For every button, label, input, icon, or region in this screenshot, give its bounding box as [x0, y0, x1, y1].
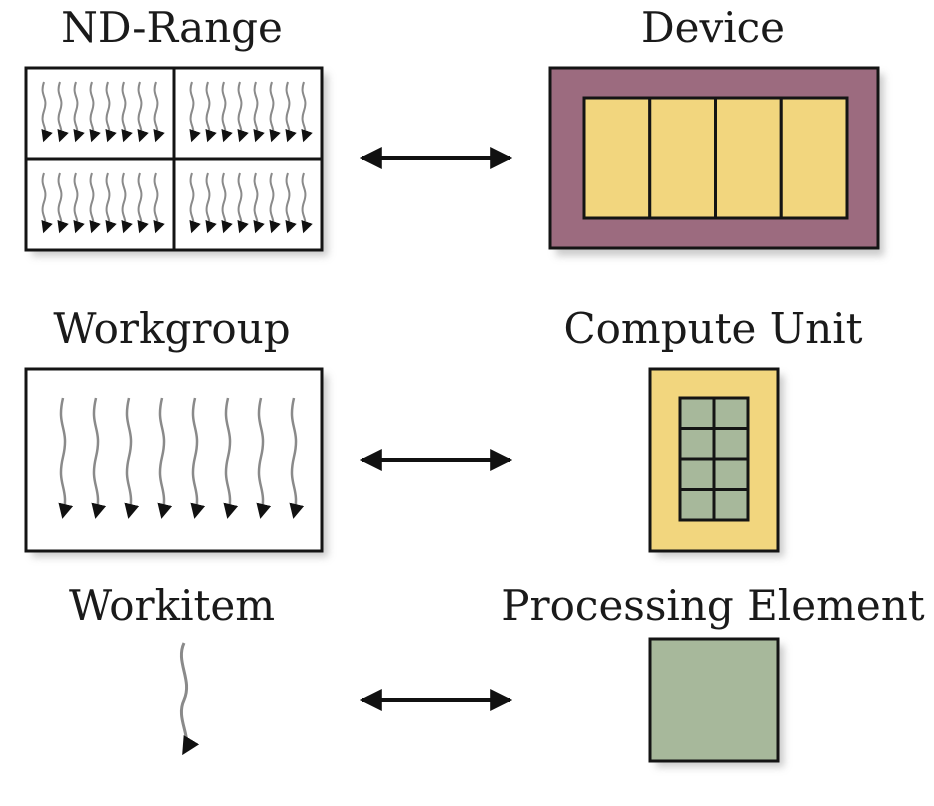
- compute-unit-processing-elements: [678, 396, 750, 522]
- nd-range-wave: [121, 172, 133, 234]
- workgroup-wave: [190, 397, 206, 519]
- nd-range-wave: [153, 172, 165, 234]
- nd-range-wave: [189, 81, 201, 143]
- nd-range-wave: [105, 172, 117, 234]
- compute-unit-cell: [678, 427, 716, 461]
- device-block: [548, 66, 884, 256]
- workgroup-box: [24, 367, 328, 557]
- nd-range-wave: [221, 172, 233, 234]
- nd-range-wave: [205, 81, 217, 143]
- workgroup-wave: [223, 397, 239, 519]
- nd-range-workitem-waves: [41, 81, 313, 234]
- nd-range-wave: [301, 81, 313, 143]
- compute-unit-cell: [712, 457, 750, 491]
- compute-unit-cell: [678, 396, 716, 430]
- device-compute-units: [582, 96, 849, 220]
- nd-range-wave: [237, 172, 249, 234]
- workgroup-title: Workgroup: [53, 304, 290, 353]
- nd-range-wave: [285, 81, 297, 143]
- nd-range-wave: [205, 172, 217, 234]
- device-compute-unit: [648, 96, 717, 220]
- workgroup-workitem-waves: [58, 397, 305, 519]
- device-title: Device: [641, 3, 785, 52]
- compute-unit-cell: [678, 488, 716, 522]
- nd-range-wave: [57, 81, 69, 143]
- nd-range-wave: [285, 172, 297, 234]
- workitem-title: Workitem: [69, 581, 275, 630]
- workgroup-wave: [157, 397, 173, 519]
- nd-range-wave: [73, 172, 85, 234]
- nd-range-title: ND-Range: [61, 3, 283, 52]
- device-compute-unit: [779, 96, 849, 220]
- compute-unit-title: Compute Unit: [563, 304, 862, 353]
- nd-range-wave: [301, 172, 313, 234]
- compute-unit-cell: [712, 427, 750, 461]
- workitem-wave: [179, 642, 200, 756]
- compute-unit-block: [648, 367, 784, 557]
- nd-range-wave: [153, 81, 165, 143]
- processing-element-title: Processing Element: [501, 581, 925, 630]
- nd-range-wave: [41, 81, 53, 143]
- nd-range-wave: [137, 81, 149, 143]
- workgroup-wave: [256, 397, 272, 519]
- nd-range-wave: [253, 81, 265, 143]
- compute-unit-cell: [712, 396, 750, 430]
- workgroup-wave: [289, 397, 305, 519]
- nd-range-wave: [221, 81, 233, 143]
- nd-range-wave: [121, 81, 133, 143]
- nd-range-grid: [24, 66, 328, 256]
- workgroup-wave: [124, 397, 140, 519]
- nd-range-wave: [89, 81, 101, 143]
- nd-range-wave: [269, 172, 281, 234]
- device-compute-unit: [582, 96, 652, 220]
- nd-range-wave: [137, 172, 149, 234]
- nd-range-wave: [253, 172, 265, 234]
- workgroup-wave: [58, 397, 74, 519]
- nd-range-wave: [89, 172, 101, 234]
- nd-range-wave: [189, 172, 201, 234]
- nd-range-wave: [237, 81, 249, 143]
- nd-range-wave: [73, 81, 85, 143]
- nd-range-wave: [105, 81, 117, 143]
- nd-range-wave: [57, 172, 69, 234]
- compute-unit-cell: [712, 488, 750, 522]
- processing-element-square: [648, 637, 780, 763]
- compute-unit-cell: [678, 457, 716, 491]
- processing-element-block: [648, 637, 784, 767]
- workgroup-wave: [91, 397, 107, 519]
- nd-range-wave: [41, 172, 53, 234]
- device-compute-unit: [714, 96, 783, 220]
- nd-range-wave: [269, 81, 281, 143]
